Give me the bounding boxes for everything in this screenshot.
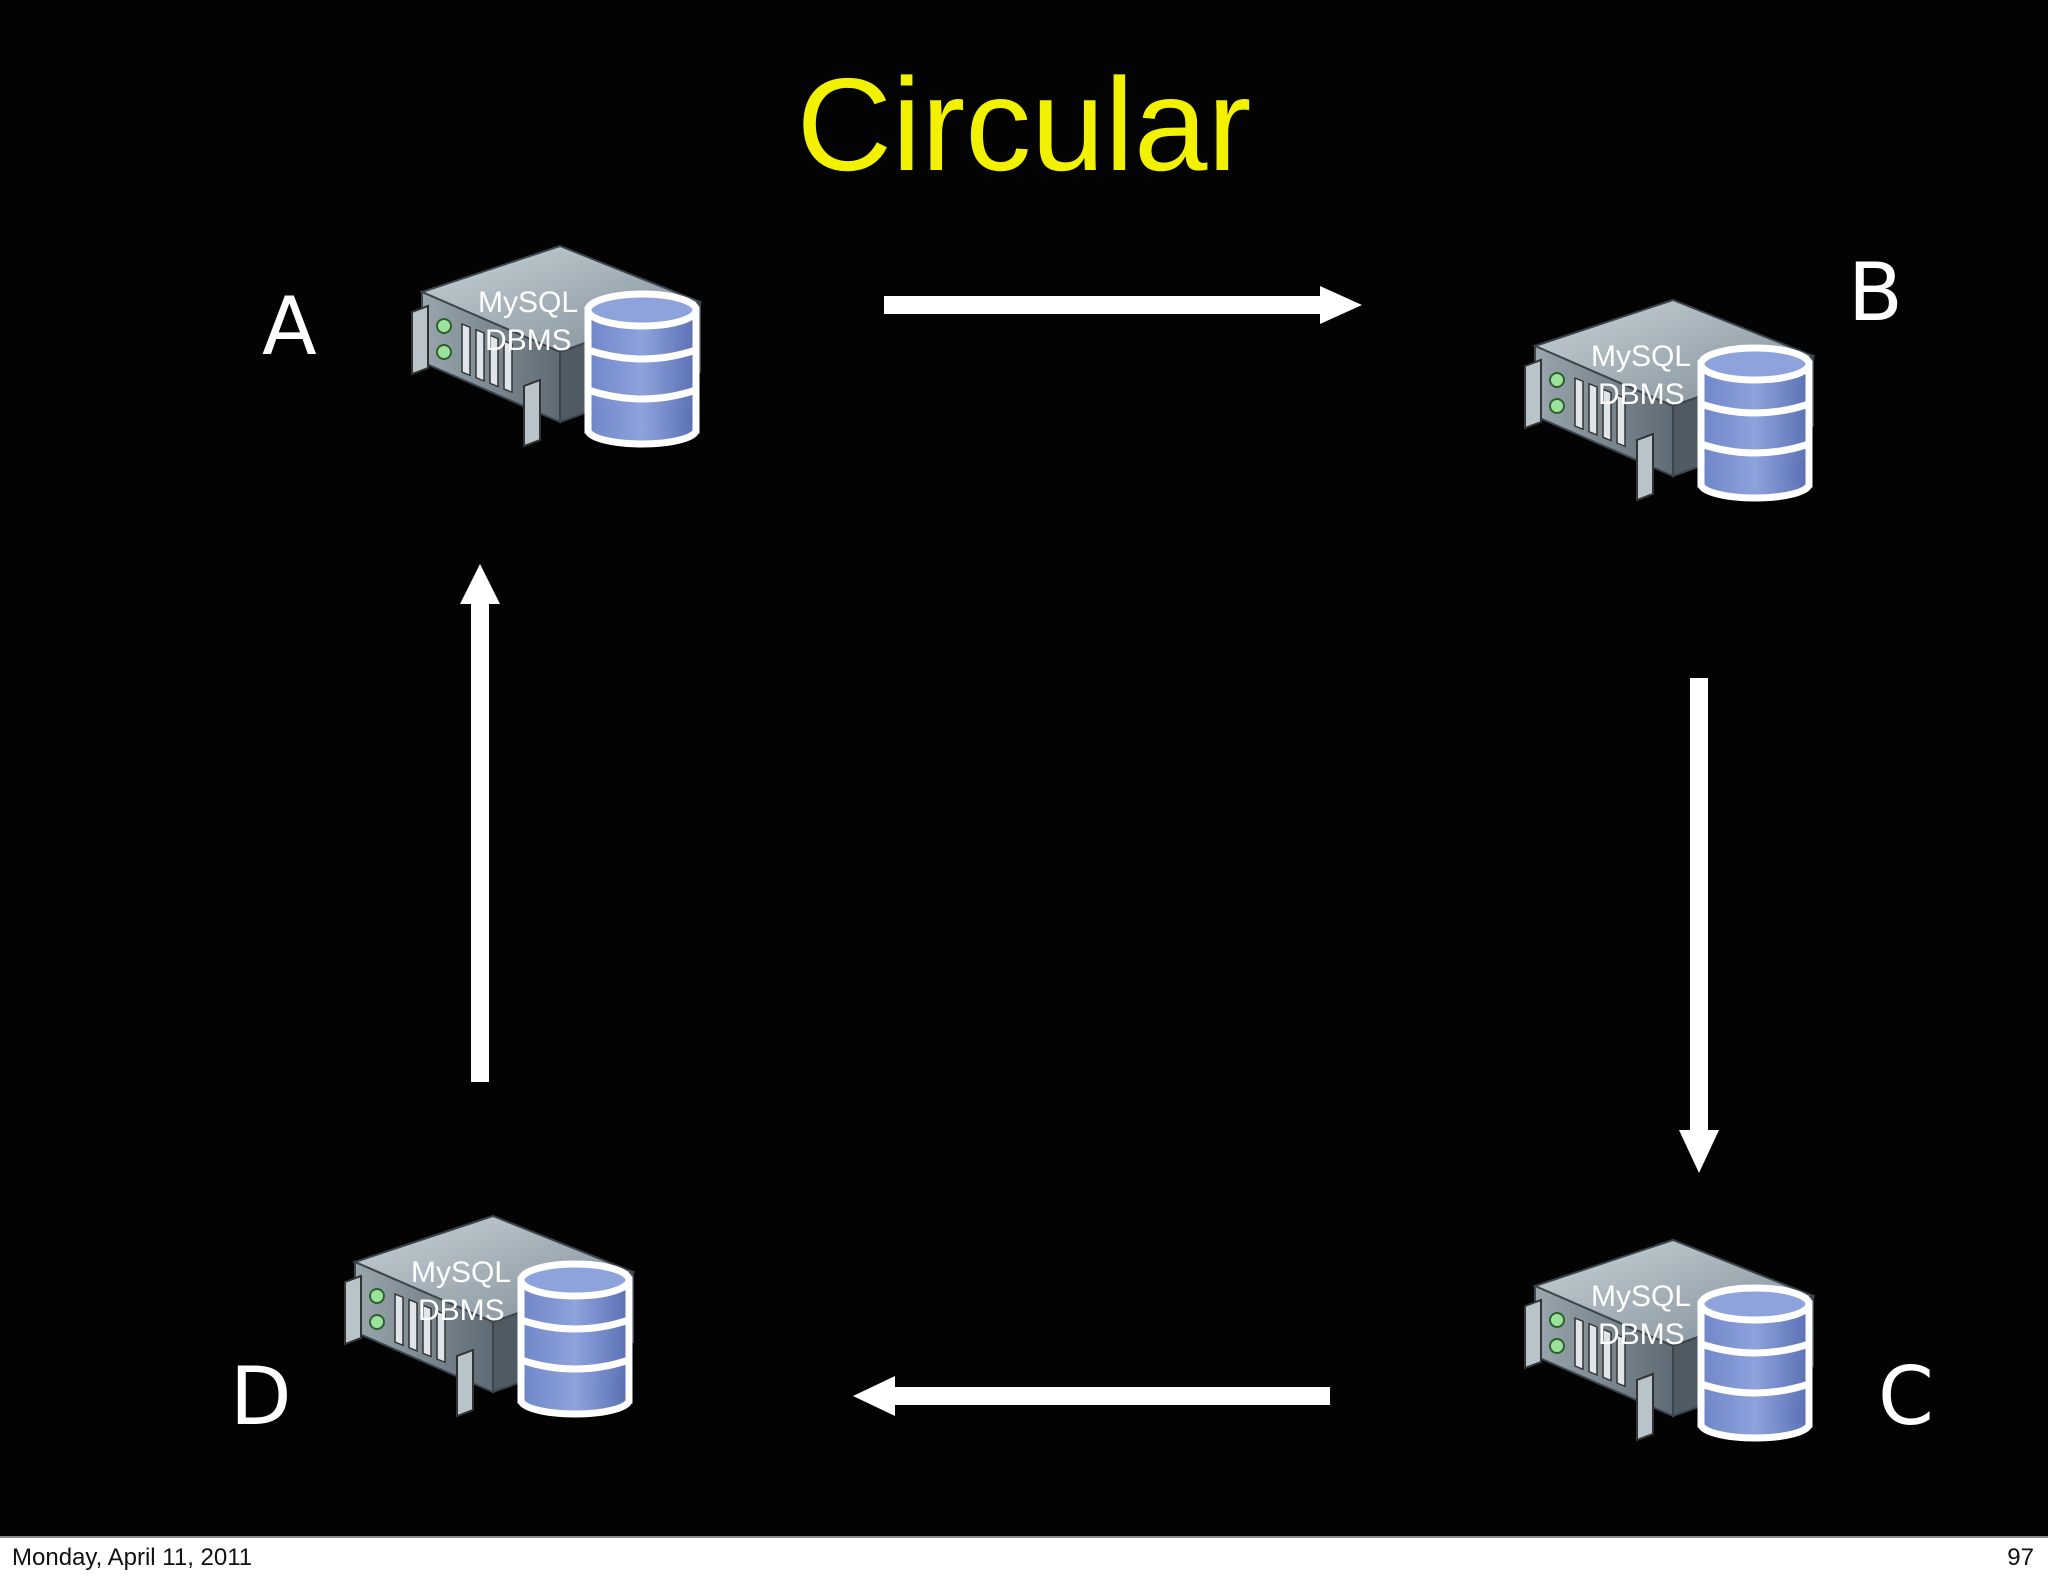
arrow-c-to-d (853, 1376, 1330, 1416)
server-label-mysql: MySQL (478, 286, 579, 319)
arrow-b-to-c (1679, 678, 1719, 1173)
node-label-b: B (1848, 246, 1903, 339)
database-server-icon: MySQL DBMS (1513, 1234, 1823, 1464)
slide-title: Circular (796, 51, 1252, 198)
slide-footer: Monday, April 11, 2011 97 (0, 1536, 2048, 1576)
server-label-mysql: MySQL (1591, 1280, 1692, 1313)
replication-arrows (460, 286, 1719, 1416)
node-label-d: D (230, 1350, 292, 1443)
server-label-dbms: DBMS (485, 324, 572, 357)
server-label-dbms: DBMS (1598, 378, 1685, 411)
server-label-mysql: MySQL (1591, 340, 1692, 373)
database-server-icon: MySQL DBMS (400, 240, 710, 470)
node-label-a: A (262, 280, 317, 373)
arrow-d-to-a (460, 564, 500, 1082)
database-server-icon: MySQL DBMS (333, 1210, 643, 1440)
slide: Circular A B C D (0, 0, 2048, 1536)
footer-date: Monday, April 11, 2011 (12, 1544, 253, 1571)
server-label-mysql: MySQL (411, 1256, 512, 1289)
database-server-icon: MySQL DBMS (1513, 294, 1823, 524)
arrow-a-to-b (884, 286, 1362, 324)
server-label-dbms: DBMS (1598, 1318, 1685, 1351)
server-label-dbms: DBMS (418, 1294, 505, 1327)
page-number: 97 (2007, 1544, 2034, 1571)
node-label-c: C (1878, 1350, 1934, 1443)
